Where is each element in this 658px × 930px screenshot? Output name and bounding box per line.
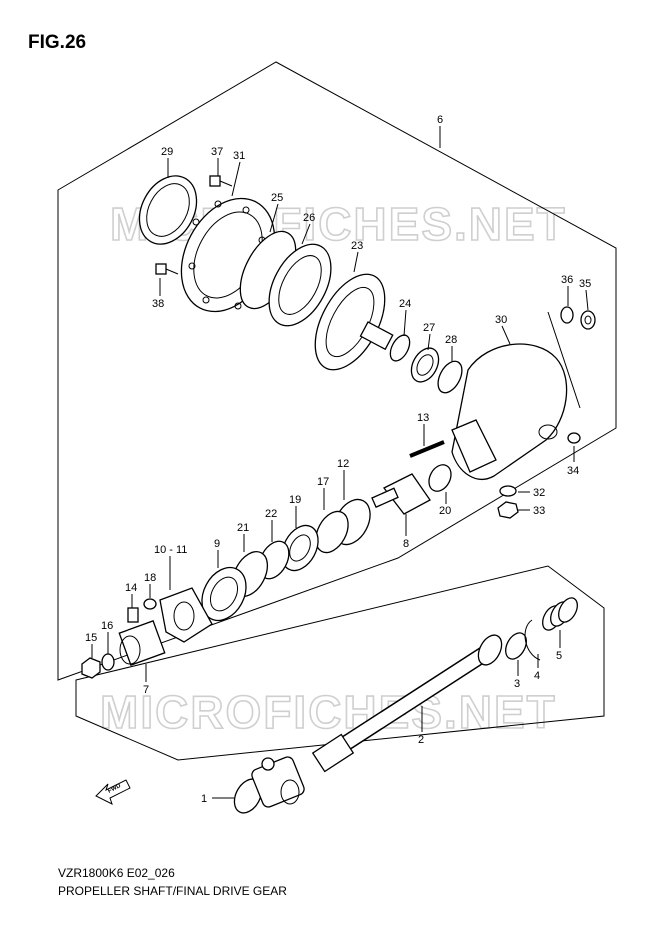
part-29-oil-seal	[138, 175, 198, 245]
label-22: 22	[265, 508, 277, 520]
label-18: 18	[144, 572, 156, 584]
part-15-nut	[81, 657, 101, 679]
forward-arrow-icon	[95, 779, 131, 805]
label-1: 1	[201, 793, 207, 805]
label-30: 30	[495, 314, 507, 326]
label-21: 21	[237, 522, 249, 534]
propeller-shaft-assembly-outline	[75, 565, 605, 761]
watermark-bottom: MICROFICHES.NET	[100, 686, 557, 738]
figure-title: FIG.26	[28, 32, 87, 53]
part-23-ring-gear	[314, 273, 394, 371]
part-34-drain-plug	[567, 432, 581, 444]
label-23: 23	[351, 240, 363, 252]
label-5: 5	[556, 650, 562, 662]
label-24: 24	[399, 298, 411, 310]
label-26: 26	[303, 212, 315, 224]
part-33-nut	[497, 501, 519, 519]
part-13-stud	[409, 440, 445, 458]
part-19-bearing	[281, 524, 319, 572]
diagram-caption: PROPELLER SHAFT/FINAL DRIVE GEAR	[58, 884, 287, 898]
part-20-needle-bearing	[428, 464, 452, 492]
leader-lines	[91, 126, 589, 799]
label-17: 17	[317, 476, 329, 488]
label-32: 32	[533, 487, 545, 499]
forward-direction-marker: FWD	[95, 779, 131, 805]
label-13: 13	[417, 412, 429, 424]
label-16: 16	[101, 620, 113, 632]
part-26-bearing	[268, 243, 332, 327]
part-5-spring	[542, 597, 578, 631]
part-37-bolt	[209, 175, 233, 187]
label-3: 3	[514, 678, 520, 690]
label-31: 31	[233, 150, 245, 162]
part-9-bearing-case	[201, 566, 247, 622]
part-17-shim	[315, 510, 349, 554]
part-36-o-ring	[560, 306, 574, 324]
label-9: 9	[214, 538, 220, 550]
label-14: 14	[125, 582, 137, 594]
label-27: 27	[423, 322, 435, 334]
leader-35-36-bracket	[547, 311, 581, 409]
label-19: 19	[289, 494, 301, 506]
label-36: 36	[561, 274, 573, 286]
part-10-11-gasket	[159, 587, 213, 643]
label-20: 20	[439, 505, 451, 517]
label-7: 7	[143, 684, 149, 696]
part-35-oil-filler-plug	[580, 310, 596, 330]
part-7-universal-joint-coupling	[118, 620, 166, 666]
part-38-bolt	[155, 263, 179, 275]
label-15: 15	[85, 632, 97, 644]
part-8-drive-bevel-gear	[371, 473, 431, 515]
part-3-circlip	[505, 632, 527, 660]
label-4: 4	[534, 670, 540, 682]
label-6: 6	[437, 114, 443, 126]
part-28-oil-seal	[437, 360, 463, 394]
label-29: 29	[161, 146, 173, 158]
label-8: 8	[403, 538, 409, 550]
label-12: 12	[337, 458, 349, 470]
part-number-labels: 6 29 37 31 25 26 23 24 27 28 30 36 35 34…	[85, 114, 591, 805]
part-1-universal-joint	[233, 756, 305, 814]
label-35: 35	[579, 278, 591, 290]
part-27-needle-bearing	[410, 347, 440, 383]
part-2-propeller-shaft	[311, 634, 503, 773]
part-30-final-gear-case	[451, 343, 568, 480]
label-28: 28	[445, 334, 457, 346]
label-33: 33	[533, 505, 545, 517]
label-38: 38	[152, 298, 164, 310]
model-code: VZR1800K6 E02_026	[58, 866, 175, 880]
label-37: 37	[211, 146, 223, 158]
part-24-shim	[389, 334, 411, 362]
part-4-circlip	[524, 619, 541, 661]
label-2: 2	[418, 734, 424, 746]
part-32-washer	[499, 485, 517, 497]
label-10-11: 10 - 11	[154, 544, 187, 556]
part-16-washer	[101, 653, 115, 671]
part-18-o-ring	[143, 598, 157, 610]
label-34: 34	[567, 465, 579, 477]
final-drive-assembly-outline	[57, 61, 617, 681]
label-25: 25	[271, 192, 283, 204]
part-14-bolt	[127, 607, 139, 623]
